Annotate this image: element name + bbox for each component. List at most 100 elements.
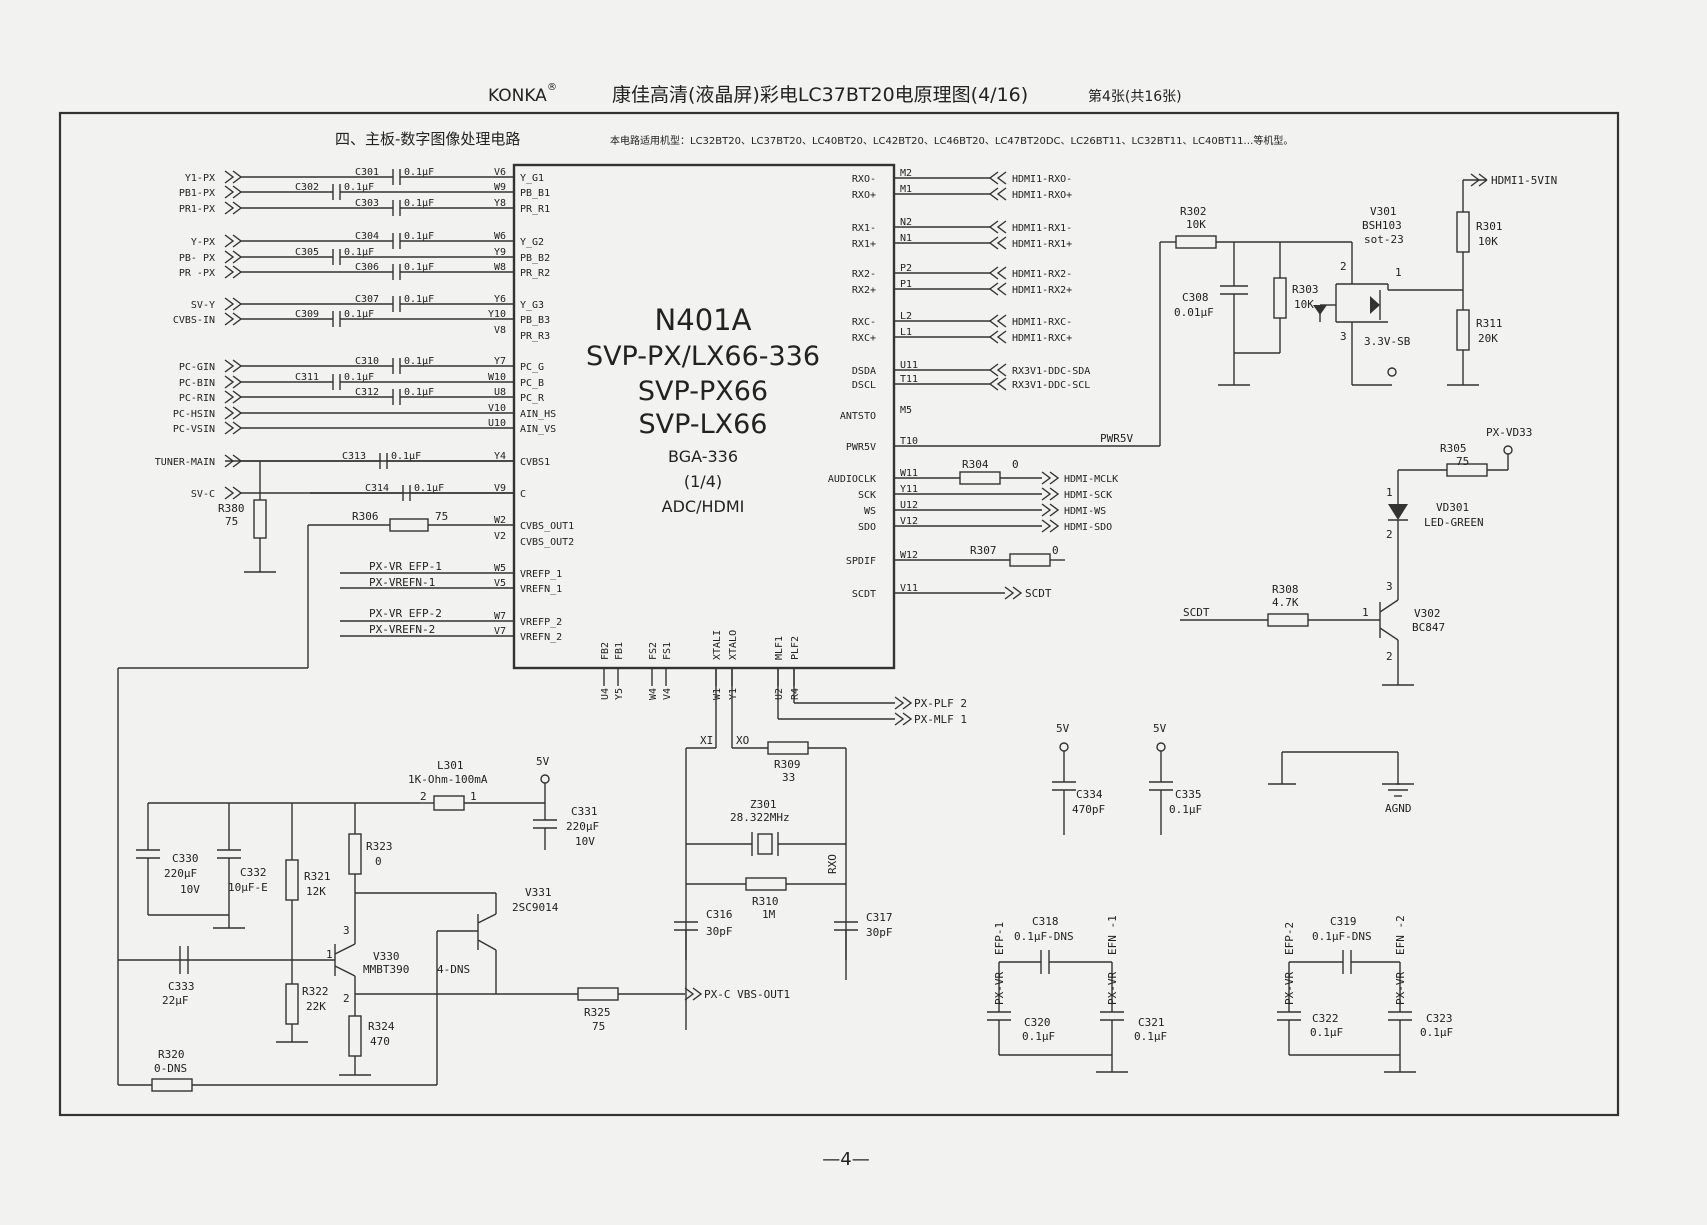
led-vd301-icon <box>1388 504 1408 520</box>
v301-package: sot-23 <box>1364 233 1404 246</box>
hdmi-connector-arrow-6 <box>988 314 1007 328</box>
ic-right-pin-name-1: RXO+ <box>852 190 876 201</box>
input-net-6: SV-Y <box>191 300 215 311</box>
v301-pin3: 3 <box>1340 330 1347 343</box>
resistor-r311 <box>1456 309 1470 351</box>
audio-net-3: HDMI-SDO <box>1064 522 1112 533</box>
input-net-0: Y1-PX <box>185 173 215 184</box>
input-connector-arrow-12 <box>224 421 243 435</box>
ic-left-pin-num-8: V8 <box>494 325 506 336</box>
cap-ref-1: C302 <box>295 182 319 193</box>
c323-ref: C323 <box>1426 1012 1453 1025</box>
v302-pin1: 1 <box>1362 606 1369 619</box>
ic-right-pin-num-15: V12 <box>900 516 918 527</box>
ic-left-pin-num-13: U10 <box>488 418 506 429</box>
hdmi-net-1: HDMI1-RXO+ <box>1012 190 1072 201</box>
c319-value: 0.1μF-DNS <box>1312 930 1372 943</box>
ic-left-pin-name-4: PB_B2 <box>520 253 550 264</box>
input-net-4: PB- PX <box>179 253 215 264</box>
ic-right-pin-name-17: SCDT <box>852 589 876 600</box>
ic-left-pin-name-2: PR_R1 <box>520 204 550 215</box>
input-connector-arrow-7 <box>224 312 243 326</box>
applicable-models: 本电路适用机型：LC32BT20、LC37BT20、LC40BT20、LC42B… <box>610 134 1293 147</box>
vref-cap-block-2: C319 0.1μF-DNS EFP-2 EFN -2 PX-VR PX-VR … <box>1277 915 1453 1073</box>
c330-value: 220μF <box>164 867 197 880</box>
ic-right-pin-num-1: M1 <box>900 184 912 195</box>
vref-nets: PX-VR EFP-1 PX-VREFN-1 PX-VR EFP-2 PX-VR… <box>340 560 514 637</box>
ic-right-pin-name-11: PWR5V <box>846 442 876 453</box>
hdmi-net-5: HDMI1-RX2+ <box>1012 285 1072 296</box>
r325-ref: R325 <box>584 1006 611 1019</box>
hdmi-connector-arrow-1 <box>988 187 1007 201</box>
vd301-pin1: 1 <box>1386 486 1393 499</box>
ic-part-name: SVP-PX/LX66-336 <box>586 341 820 372</box>
resistor-r380 <box>253 499 267 539</box>
c335-rail: 5V <box>1153 722 1167 735</box>
vref-net-efp1: PX-VR EFP-1 <box>369 560 442 573</box>
ic-bottom-pin-name-0: FB2 <box>600 642 611 660</box>
hdmi-connector-arrow-7 <box>988 330 1007 344</box>
pwr5v-label: PWR5V <box>1100 432 1133 445</box>
cap-ref-9: C311 <box>295 372 319 383</box>
ic-right-pin-num-11: T10 <box>900 436 918 447</box>
v302-pin2: 2 <box>1386 650 1393 663</box>
input-net-5: PR -PX <box>179 268 215 279</box>
efn2-label: EFN -2 <box>1394 915 1407 955</box>
ic-left-pin-num-10: W10 <box>488 372 506 383</box>
v301-diode <box>1313 305 1327 315</box>
ic-right-pin-num-0: M2 <box>900 168 912 179</box>
c318-value: 0.1μF-DNS <box>1014 930 1074 943</box>
r304-value: 0 <box>1012 458 1019 471</box>
v330-ref: V330 <box>373 950 400 963</box>
c317-value: 30pF <box>866 926 893 939</box>
ic-left-pin-name-8: PR_R3 <box>520 331 550 342</box>
brand-logo: KONKA <box>488 86 547 106</box>
r324-value: 470 <box>370 1035 390 1048</box>
sheet-title: 康佳高清(液晶屏)彩电LC37BT20电原理图(4/16) <box>612 84 1028 106</box>
input-connector-arrow-0 <box>224 170 243 184</box>
cap-value-6: 0.1μF <box>404 294 434 305</box>
ic-left-pin-name-5: PR_R2 <box>520 268 550 279</box>
r323-ref: R323 <box>366 840 393 853</box>
input-connector-arrow-6 <box>224 297 243 311</box>
c316-value: 30pF <box>706 925 733 938</box>
v301-body-diode <box>1370 296 1380 314</box>
resistor-r322 <box>285 983 299 1025</box>
ic-left-pin-num-4: Y9 <box>494 247 506 258</box>
l301-pin1: 1 <box>470 790 477 803</box>
hdmi-net-7: HDMI1-RXC+ <box>1012 333 1072 344</box>
v302-ref: V302 <box>1414 607 1441 620</box>
v330-pin3: 3 <box>343 924 350 937</box>
l301-value: 1K-Ohm-100mA <box>408 773 488 786</box>
cap-value-3: 0.1μF <box>404 231 434 242</box>
vd301-part: LED-GREEN <box>1424 516 1484 529</box>
ic-right-pins: RXO-M2RXO+M1RX1-N2RX1+N1RX2-P2RX2+P1RXC-… <box>828 168 918 600</box>
ic-left-pin-name-11: PC_R <box>520 393 545 404</box>
ic-right-pin-num-10: M5 <box>900 405 912 416</box>
r301-value: 10K <box>1478 235 1498 248</box>
ic-left-pin-name-1: PB_B1 <box>520 188 550 199</box>
px-vd33-node <box>1503 445 1513 455</box>
hdmi-net-4: HDMI1-RX2- <box>1012 269 1072 280</box>
ic-bottom-pin-num-2: W4 <box>648 688 659 700</box>
ic-bottom-pin-num-6: U2 <box>774 688 785 700</box>
r321-ref: R321 <box>304 870 331 883</box>
ic-bottom-pin-name-4: XTALI <box>712 630 723 660</box>
input-connector-arrow-1 <box>224 185 243 199</box>
ic-right-pin-name-7: RXC+ <box>852 333 876 344</box>
v301-ref: V301 <box>1370 205 1397 218</box>
cap-value-4: 0.1μF <box>344 247 374 258</box>
r310-value: 1M <box>762 908 776 921</box>
ic-bottom-pin-name-7: PLF2 <box>790 636 801 660</box>
input-connector-arrow-2 <box>224 201 243 215</box>
ic-right-pin-num-13: Y11 <box>900 484 918 495</box>
c331-voltage: 10V <box>575 835 595 848</box>
resistor-r306 <box>389 518 429 532</box>
hdmi-5v-detect-block: HDMI1-5VIN R301 10K R311 20K R302 10K C3… <box>1174 173 1557 386</box>
xo-label: XO <box>736 734 749 747</box>
v330-pin2: 2 <box>343 992 350 1005</box>
ic-left-pins: V6Y_G1W9PB_B1Y8PR_R1W6Y_G2Y9PB_B2W8PR_R2… <box>488 167 574 643</box>
5v-node-c335 <box>1156 742 1166 752</box>
